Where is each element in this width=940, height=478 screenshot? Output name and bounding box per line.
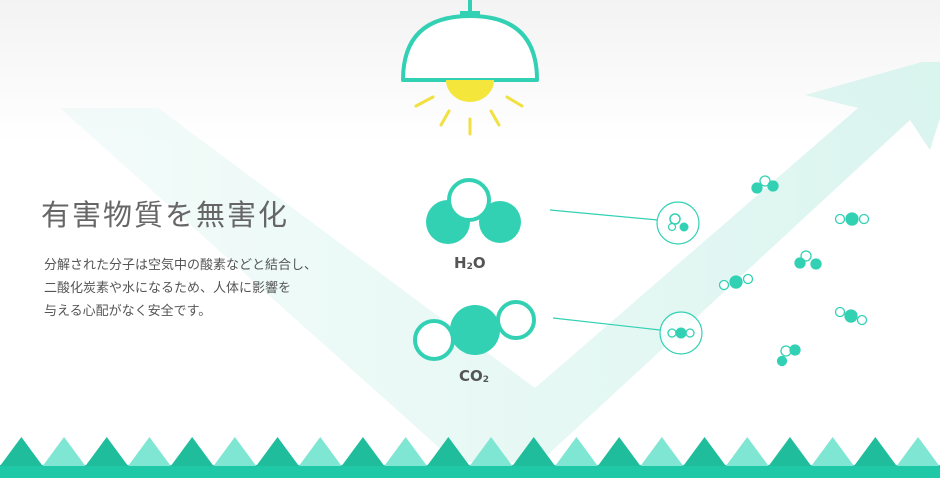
triangle	[683, 437, 726, 466]
floating-molecules	[718, 175, 870, 367]
description-line: 二酸化炭素や水になるため、人体に影響を	[44, 281, 292, 296]
triangle	[170, 437, 214, 466]
triangle	[298, 437, 342, 466]
magnifier-icon	[656, 201, 700, 245]
triangle	[725, 437, 769, 466]
bottom-strip	[0, 465, 940, 478]
triangle	[640, 437, 684, 466]
triangle	[256, 437, 299, 466]
triangle	[128, 437, 171, 466]
description: 分解された分子は空気中の酸素などと結合し、 二酸化炭素や水になるため、人体に影響…	[44, 254, 384, 323]
triangle	[85, 437, 129, 466]
description-line: 与える心配がなく安全です。	[44, 304, 212, 319]
triangle	[811, 437, 854, 466]
triangle	[341, 437, 385, 466]
triangle	[768, 437, 812, 466]
triangle	[854, 437, 897, 466]
triangle	[512, 437, 556, 466]
description-line: 分解された分子は空気中の酸素などと結合し、	[44, 258, 318, 273]
triangle-border	[0, 437, 940, 466]
triangle	[384, 437, 427, 466]
triangle	[555, 437, 598, 466]
triangle	[896, 437, 940, 466]
triangle	[597, 437, 641, 466]
triangle	[42, 437, 86, 466]
co2-label: CO2	[459, 367, 490, 385]
triangle	[213, 437, 257, 466]
magnifier-icon	[659, 311, 703, 355]
triangle	[427, 437, 470, 466]
co2-molecule-icon	[413, 300, 536, 361]
triangle	[0, 437, 43, 466]
arrow-beam	[38, 62, 940, 462]
triangle	[469, 437, 513, 466]
lamp-icon	[401, 0, 539, 136]
page-title: 有害物質を無害化	[41, 198, 290, 232]
water-molecule-icon	[426, 178, 521, 244]
water-label: H2O	[454, 254, 486, 272]
